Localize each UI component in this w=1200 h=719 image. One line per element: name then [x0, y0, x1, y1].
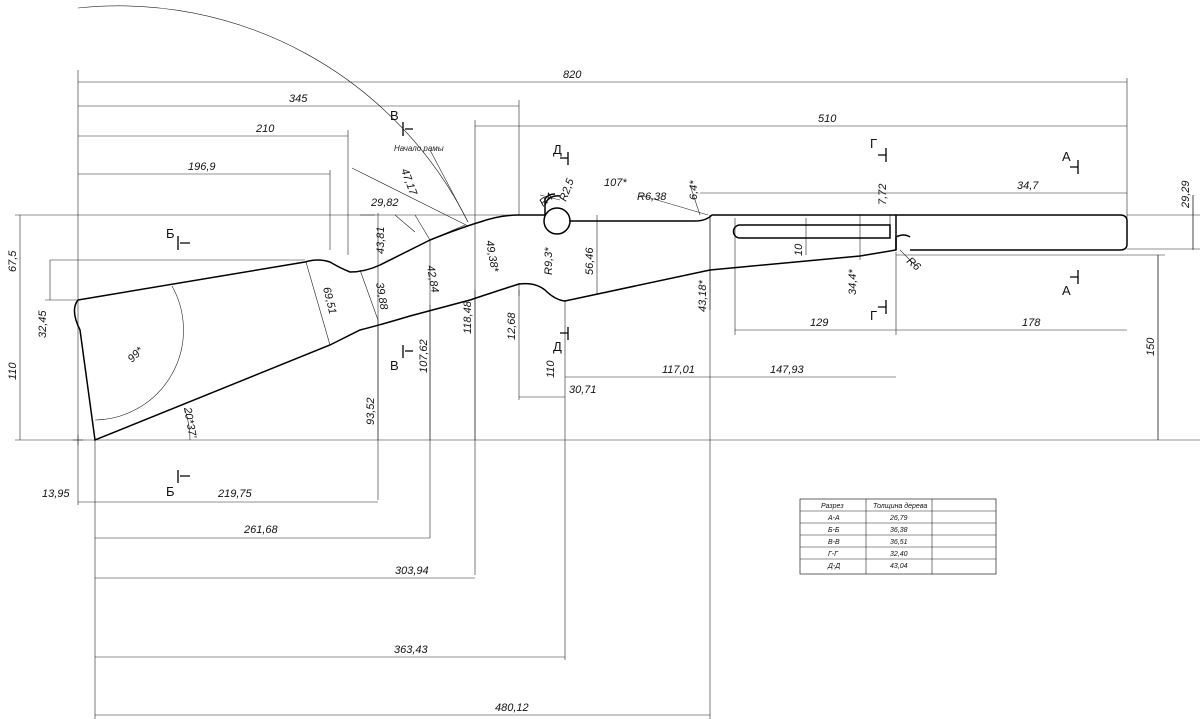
dim-r6-38: R6,38 [637, 191, 667, 203]
dim-147-93: 147,93 [770, 364, 805, 376]
dim-196-9: 196,9 [188, 161, 216, 173]
dim-93-52: 93,52 [365, 397, 377, 425]
table-cell: 32,40 [890, 551, 908, 558]
table-header-section: Разрез [821, 503, 844, 510]
dim-210: 210 [255, 123, 275, 135]
section-g-top: Г [870, 136, 877, 151]
table-cell: 43,04 [890, 563, 908, 570]
table-header-thickness: Толщина дерева [873, 502, 927, 510]
dimension-texts: 820 345 210 510 196,9 34,7 29,29 67,5 32… [7, 69, 1192, 714]
dim-303-94: 303,94 [395, 565, 429, 577]
dim-6-4: 6,4* [688, 180, 700, 200]
extension-lines [77, 70, 1194, 719]
dim-12-68: 12,68 [506, 312, 518, 340]
dim-261-68: 261,68 [243, 524, 279, 536]
dim-480-12: 480,12 [495, 702, 529, 714]
table-cell: В-В [828, 539, 840, 546]
dim-118-48: 118,48 [462, 300, 474, 334]
dim-r6: R6 [904, 255, 923, 274]
section-b-bottom: Б [166, 484, 175, 499]
dim-363-43: 363,43 [394, 644, 429, 656]
section-a-bottom: А [1062, 283, 1071, 298]
dim-30-71: 30,71 [569, 384, 597, 396]
angle-99: 99* [126, 344, 147, 365]
dim-r2-5: R2,5 [558, 176, 578, 203]
dim-110-mid: 110 [545, 360, 557, 378]
dim-34-4: 34,4* [847, 269, 859, 295]
section-v-top: В [390, 108, 399, 123]
dim-219-75: 219,75 [217, 488, 253, 500]
table-cell: 26,79 [889, 515, 908, 522]
dim-32-45: 32,45 [37, 310, 49, 338]
dim-43-18: 43,18* [697, 279, 709, 312]
dim-42-84: 42,84 [424, 264, 441, 293]
dim-150: 150 [1145, 337, 1157, 356]
dim-29-82: 29,82 [370, 197, 399, 209]
section-d-bottom: Д [553, 339, 562, 354]
thickness-table: Разрез Толщина дерева А-А 26,79 Б-Б 36,3… [799, 498, 997, 575]
table-cell: Г-Г [828, 551, 839, 558]
dim-7-72: 7,72 [877, 184, 889, 205]
section-marks [177, 122, 1079, 483]
table-cell: 36,51 [890, 539, 908, 546]
dim-107: 107* [604, 177, 627, 189]
stock-outline [73, 193, 1128, 442]
angle-20-37: 20*37' [181, 405, 199, 439]
dim-345: 345 [289, 93, 308, 105]
dim-29-29: 29,29 [1180, 180, 1192, 209]
dim-39-88: 39,88 [373, 281, 390, 311]
construction-arc [77, 5, 469, 223]
section-g-bottom: Г [870, 308, 877, 323]
dim-13-95: 13,95 [42, 488, 70, 500]
section-labels: Б Б В В Д Д Г Г А А [166, 108, 1071, 499]
section-b-top: Б [166, 226, 175, 241]
dim-129: 129 [810, 317, 828, 329]
frame-start-note: Начало рамы [394, 144, 444, 153]
dim-117-01: 117,01 [662, 364, 695, 376]
dim-56-46: 56,46 [584, 247, 596, 275]
dim-820: 820 [563, 69, 582, 81]
table-cell: 36,38 [890, 527, 908, 534]
dim-34-7: 34,7 [1017, 180, 1039, 192]
section-a-top: А [1062, 149, 1071, 164]
table-cell: А-А [827, 515, 840, 522]
dim-110-left: 110 [7, 362, 19, 380]
dim-178: 178 [1022, 317, 1041, 329]
dim-67-5: 67,5 [7, 250, 19, 272]
dim-43-81: 43,81 [375, 226, 387, 254]
origin-mark [73, 435, 83, 445]
dim-10: 10 [793, 243, 805, 256]
table-cell: Б-Б [828, 527, 840, 534]
dim-r9-3: R9,3* [543, 247, 555, 275]
dimension-lines [19, 81, 1194, 716]
dim-49-38: 49,38* [483, 239, 500, 273]
table-cell: Д-Д [827, 563, 840, 570]
section-v-bottom: В [390, 358, 399, 373]
dim-107-62: 107,62 [418, 339, 430, 373]
section-d-top: Д [553, 142, 562, 157]
extension-lines-h [15, 214, 1200, 441]
dim-510: 510 [818, 113, 837, 125]
dim-47-17: 47,17 [398, 167, 419, 198]
dim-69-51: 69,51 [320, 286, 338, 316]
